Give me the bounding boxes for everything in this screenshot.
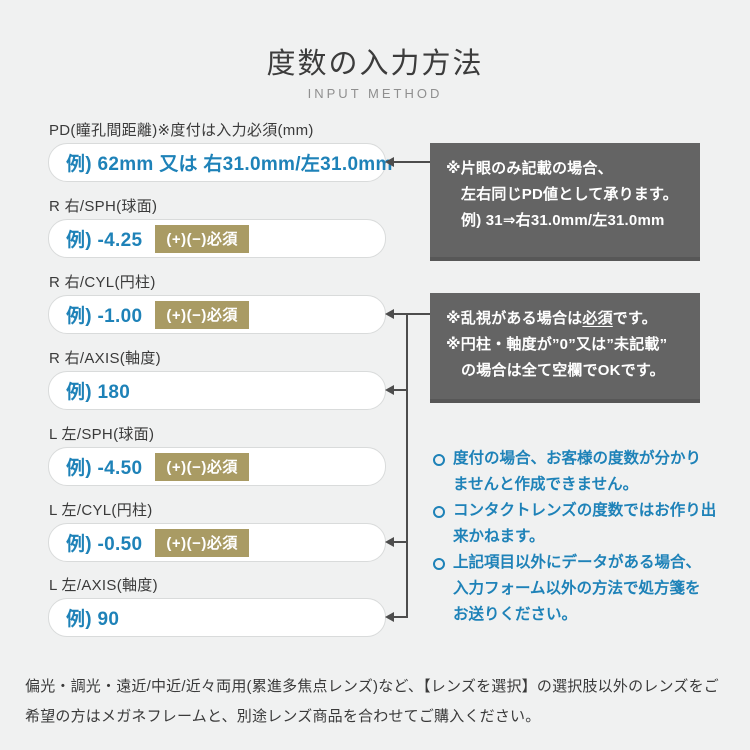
l-cyl-input[interactable]: 例) -0.50 (+)(−)必須	[48, 523, 386, 562]
l-cyl-arrowhead-icon	[385, 537, 394, 547]
pd-note-line: 例) 31⇒右31.0mm/左31.0mm	[461, 212, 665, 229]
l-axis-example-text: 例) 90	[66, 609, 120, 630]
l-sph-example-text: 例) -4.50	[66, 458, 143, 479]
astig-note-line: ※乱視がある場合は必須です。	[446, 310, 657, 327]
r-cyl-field-label: R 右/CYL(円柱)	[49, 274, 156, 291]
r-axis-arrow-line	[393, 389, 407, 391]
l-cyl-arrow-line	[393, 541, 407, 543]
r-sph-input[interactable]: 例) -4.25 (+)(−)必須	[48, 219, 386, 258]
pd-note-line: ※片眼のみ記載の場合、	[446, 160, 613, 177]
pd-example-text: 例) 62mm 又は 右31.0mm/左31.0mm	[66, 154, 393, 175]
r-axis-arrowhead-icon	[385, 385, 394, 395]
bullet-circle-icon	[433, 506, 445, 518]
pd-input[interactable]: 例) 62mm 又は 右31.0mm/左31.0mm	[48, 143, 392, 182]
page-title: 度数の入力方法	[266, 48, 484, 80]
bullet-item: 度付の場合、お客様の度数が分かり ませんと作成できません。	[430, 446, 722, 498]
l-axis-input[interactable]: 例) 90	[48, 598, 386, 637]
connector-vertical-line	[406, 313, 408, 618]
r-cyl-arrowhead-icon	[385, 309, 394, 319]
bullet-item: 上記項目以外にデータがある場合、 入力フォーム以外の方法で処方箋を お送りくださ…	[430, 550, 722, 628]
l-axis-field-label: L 左/AXIS(軸度)	[49, 577, 158, 594]
r-cyl-input[interactable]: 例) -1.00 (+)(−)必須	[48, 295, 386, 334]
pd-note-box: ※片眼のみ記載の場合、 左右同じPD値として承ります。 例) 31⇒右31.0m…	[430, 143, 700, 261]
bullet-circle-icon	[433, 454, 445, 466]
r-axis-input[interactable]: 例) 180	[48, 371, 386, 410]
l-cyl-example-text: 例) -0.50	[66, 534, 143, 555]
r-sph-example-text: 例) -4.25	[66, 230, 143, 251]
page-subtitle: INPUT METHOD	[307, 86, 443, 101]
r-cyl-required-badge: (+)(−)必須	[155, 300, 249, 329]
footer-note: 偏光・調光・遠近/中近/近々両用(累進多焦点レンズ)など、【レンズを選択】の選択…	[25, 678, 719, 725]
r-cyl-example-text: 例) -1.00	[66, 306, 143, 327]
l-axis-arrow-line	[393, 616, 407, 618]
required-underlined-text: 必須	[582, 310, 613, 327]
l-sph-input[interactable]: 例) -4.50 (+)(−)必須	[48, 447, 386, 486]
l-cyl-field-label: L 左/CYL(円柱)	[49, 502, 153, 519]
r-sph-required-badge: (+)(−)必須	[155, 224, 249, 253]
pd-arrowhead-icon	[385, 157, 394, 167]
r-sph-field-label: R 右/SPH(球面)	[49, 198, 158, 215]
pd-field-label: PD(瞳孔間距離)※度付は入力必須(mm)	[49, 122, 314, 139]
pd-arrow-line	[393, 161, 430, 163]
l-sph-required-badge: (+)(−)必須	[155, 452, 249, 481]
bullet-note-list: 度付の場合、お客様の度数が分かり ませんと作成できません。 コンタクトレンズの度…	[430, 446, 722, 628]
bullet-item: コンタクトレンズの度数ではお作り出 来かねます。	[430, 498, 722, 550]
r-axis-field-label: R 右/AXIS(軸度)	[49, 350, 161, 367]
astig-note-line: ※円柱・軸度が”0”又は”未記載”	[446, 336, 668, 353]
l-sph-field-label: L 左/SPH(球面)	[49, 426, 155, 443]
pd-note-line: 左右同じPD値として承ります。	[461, 186, 678, 203]
l-cyl-required-badge: (+)(−)必須	[155, 528, 249, 557]
l-axis-arrowhead-icon	[385, 612, 394, 622]
r-cyl-arrow-line	[393, 313, 430, 315]
astig-note-line: の場合は全て空欄でOKです。	[461, 362, 665, 379]
bullet-circle-icon	[433, 558, 445, 570]
astigmatism-note-box: ※乱視がある場合は必須です。 ※円柱・軸度が”0”又は”未記載” の場合は全て空…	[430, 293, 700, 403]
r-axis-example-text: 例) 180	[66, 382, 131, 403]
